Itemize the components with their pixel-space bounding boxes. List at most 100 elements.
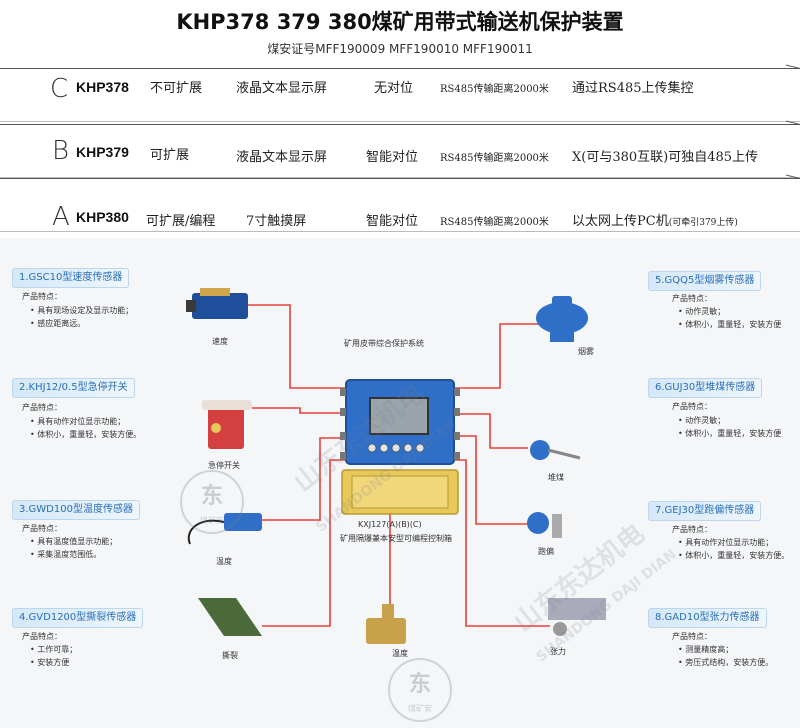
stamp-logo-main: 东 <box>200 484 223 509</box>
model-align: 无对位 <box>374 81 414 96</box>
model-align: 智能对位 <box>366 150 419 165</box>
junction-box-lid <box>351 475 449 509</box>
speed-sensor-device <box>186 288 248 319</box>
feature-item: 动作灵敏； <box>678 415 725 426</box>
sensor-title: 5.GQQ5型烟雾传感器 <box>648 271 762 291</box>
model-name: KHP379 <box>76 144 129 160</box>
stamp-logo-sub: 煤矿安 <box>200 516 224 525</box>
model-row-khp380: A KHP380 可扩展/编程 7寸触摸屏 智能对位 RS485传输距离2000… <box>0 178 800 232</box>
feature-item: 体积小，重量轻，安装方便 <box>678 319 781 330</box>
model-display: 液晶文本显示屏 <box>236 150 328 165</box>
model-upload: 以太网上传PC机(可牵引379上传) <box>572 210 738 229</box>
feature-item: 体积小，重量轻，安装方便。 <box>678 550 789 561</box>
page-subtitle: 煤安证号MFF190009 MFF190010 MFF190011 <box>267 42 533 56</box>
estop-device <box>202 400 252 449</box>
model-align: 智能对位 <box>366 214 419 229</box>
controller-button <box>415 443 425 453</box>
device-label-deviation: 跑偏 <box>538 547 554 556</box>
smoke-sensor-device <box>536 296 588 342</box>
feature-item: 旁压式结构，安装方便。 <box>678 657 773 668</box>
feature-label: 产品特点： <box>22 292 62 301</box>
controller-caption-desc: 矿用隔爆兼本安型可编程控制箱 <box>340 534 452 543</box>
controller-screen <box>369 397 429 435</box>
pile-sensor-device <box>530 440 581 460</box>
gland <box>454 388 460 396</box>
wire-speed <box>248 304 348 389</box>
sensor-title: 3.GWD100型温度传感器 <box>12 500 140 520</box>
system-label: 矿用皮带综合保护系统 <box>344 339 424 348</box>
wire-pile <box>452 413 528 449</box>
feature-item: 感应距离远。 <box>30 318 85 329</box>
gland <box>454 432 460 440</box>
controller-button <box>403 443 413 453</box>
sensor-title: 4.GVD1200型撕裂传感器 <box>12 608 144 628</box>
wire-tear <box>262 459 348 627</box>
device-label-pile: 堆煤 <box>548 473 564 482</box>
system-diagram: 1.GSC10型速度传感器 产品特点： 具有现场设定及显示功能； 感应距离远。 … <box>0 238 800 728</box>
stamp-logo-main: 东 <box>408 672 431 697</box>
feature-label: 产品特点： <box>22 403 62 412</box>
device-label-speed: 速度 <box>212 337 228 346</box>
controller-button <box>367 443 377 453</box>
model-row-khp378: C KHP378 不可扩展 液晶文本显示屏 无对位 RS485传输距离2000米… <box>0 68 800 122</box>
page-title: KHP378 379 380煤矿用带式输送机保护装置 <box>176 10 624 34</box>
feature-label: 产品特点： <box>672 294 712 303</box>
feature-label: 产品特点： <box>672 632 712 641</box>
model-upload: X(可与380互联)可独自485上传 <box>572 150 759 165</box>
feature-item: 具有动作对位显示功能； <box>30 416 125 427</box>
feature-item: 安装方便 <box>30 657 69 668</box>
wire-smoke <box>452 323 540 389</box>
gland <box>454 452 460 460</box>
device-label-smoke: 烟雾 <box>578 347 594 356</box>
wire-temp <box>262 437 348 521</box>
model-expand: 不可扩展 <box>150 81 203 96</box>
device-label-bottom: 温度 <box>392 649 408 658</box>
feature-item: 具有温度值显示功能； <box>30 536 117 547</box>
feature-item: 动作灵敏； <box>678 306 725 317</box>
feature-item: 测量精度高； <box>678 644 733 655</box>
feature-item: 具有动作对位显示功能； <box>678 537 773 548</box>
sensor-title: 1.GSC10型速度传感器 <box>12 268 130 288</box>
device-label-temp: 温度 <box>216 557 232 566</box>
stamp-logo-sub: 煤矿安 <box>408 704 432 713</box>
model-display: 7寸触摸屏 <box>246 214 307 229</box>
stamp-logo: 煤矿安东 <box>388 658 452 722</box>
device-label-tear: 撕裂 <box>222 651 238 660</box>
wire-dev <box>452 435 528 525</box>
model-rs485: RS485传输距离2000米 <box>440 217 549 228</box>
sensor-title: 6.GUJ30型堆煤传感器 <box>648 378 763 398</box>
model-display: 液晶文本显示屏 <box>236 81 328 96</box>
device-label-estop: 急停开关 <box>208 461 240 470</box>
feature-item: 具有现场设定及显示功能； <box>30 305 133 316</box>
stamp-logo: 煤矿安东 <box>180 470 244 534</box>
model-rs485: RS485传输距离2000米 <box>440 84 549 95</box>
model-rs485: RS485传输距离2000米 <box>440 153 549 164</box>
sensor-title: 2.KHJ12/0.5型急停开关 <box>12 378 135 398</box>
model-letter: B <box>52 136 70 166</box>
gland <box>454 408 460 416</box>
controller-caption-model: KXJ127(A)(B)(C) <box>358 520 422 529</box>
feature-label: 产品特点： <box>22 524 62 533</box>
sensor-title: 7.GEJ30型跑偏传感器 <box>648 501 762 521</box>
model-name: KHP380 <box>76 209 129 225</box>
model-letter: C <box>50 74 69 104</box>
device-label-tension: 张力 <box>550 647 566 656</box>
gland <box>340 408 346 416</box>
deviation-sensor-device <box>527 512 562 538</box>
feature-label: 产品特点： <box>22 632 62 641</box>
gland <box>340 432 346 440</box>
model-expand: 可扩展 <box>150 148 190 163</box>
tension-sensor-device <box>548 598 606 636</box>
controller-button <box>379 443 389 453</box>
model-letter: A <box>52 202 70 232</box>
model-name: KHP378 <box>76 79 129 95</box>
feature-item: 工作可靠； <box>30 644 77 655</box>
controller-button <box>391 443 401 453</box>
wire-estop <box>252 407 348 414</box>
gland <box>340 388 346 396</box>
feature-item: 体积小，重量轻，安装方便。 <box>30 429 141 440</box>
model-upload-note: (可牵引379上传) <box>668 218 738 228</box>
feature-label: 产品特点： <box>672 402 712 411</box>
gland <box>340 452 346 460</box>
bottom-device <box>366 604 406 644</box>
